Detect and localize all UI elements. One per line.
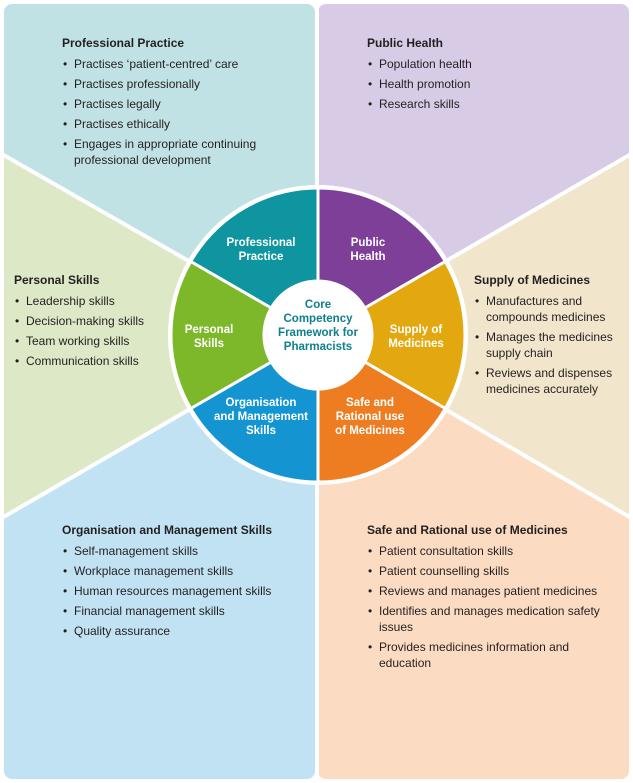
list-item: Health promotion [367, 76, 607, 92]
list-item: Financial management skills [62, 603, 312, 619]
list-item: Human resources management skills [62, 583, 312, 599]
panel-supply-of-medicines: Supply of Medicines Manufactures and com… [474, 273, 624, 401]
list-item: Workplace management skills [62, 563, 312, 579]
list-item: Quality assurance [62, 623, 312, 639]
core-circle [264, 281, 372, 389]
list-item: Practises professionally [62, 76, 312, 92]
list-item: Practises ethically [62, 116, 312, 132]
list-item: Self-management skills [62, 543, 312, 559]
list-item: Manufactures and compounds medicines [474, 293, 624, 325]
list-item: Patient counselling skills [367, 563, 607, 579]
panel-title: Public Health [367, 36, 444, 50]
list-item: Provides medicines information and educa… [367, 639, 607, 671]
list-item: Reviews and dispenses medicines accurate… [474, 365, 624, 397]
panel-title: Supply of Medicines [474, 273, 591, 287]
panel-organisation-management: Organisation and Management Skills Self-… [62, 523, 312, 643]
list-item: Communication skills [14, 353, 179, 369]
panel-title: Organisation and Management Skills [62, 523, 273, 537]
list-item: Manages the medicines supply chain [474, 329, 624, 361]
panel-title: Personal Skills [14, 273, 100, 287]
panel-title: Professional Practice [62, 36, 185, 50]
list-item: Decision-making skills [14, 313, 179, 329]
list-item: Leadership skills [14, 293, 179, 309]
list-item: Team working skills [14, 333, 179, 349]
list-item: Practises legally [62, 96, 312, 112]
list-item: Engages in appropriate continuing profes… [62, 136, 312, 168]
list-item: Patient consultation skills [367, 543, 607, 559]
panel-professional-practice: Professional Practice Practises ‘patient… [62, 36, 312, 172]
panel-safe-rational: Safe and Rational use of Medicines Patie… [367, 523, 607, 675]
list-item: Reviews and manages patient medicines [367, 583, 607, 599]
list-item: Research skills [367, 96, 607, 112]
list-item: Population health [367, 56, 607, 72]
panel-public-health: Public Health Population health Health p… [367, 36, 607, 116]
list-item: Identifies and manages medication safety… [367, 603, 607, 635]
panel-personal-skills: Personal Skills Leadership skills Decisi… [14, 273, 179, 373]
list-item: Practises ‘patient-centred’ care [62, 56, 312, 72]
panel-title: Safe and Rational use of Medicines [367, 523, 568, 537]
